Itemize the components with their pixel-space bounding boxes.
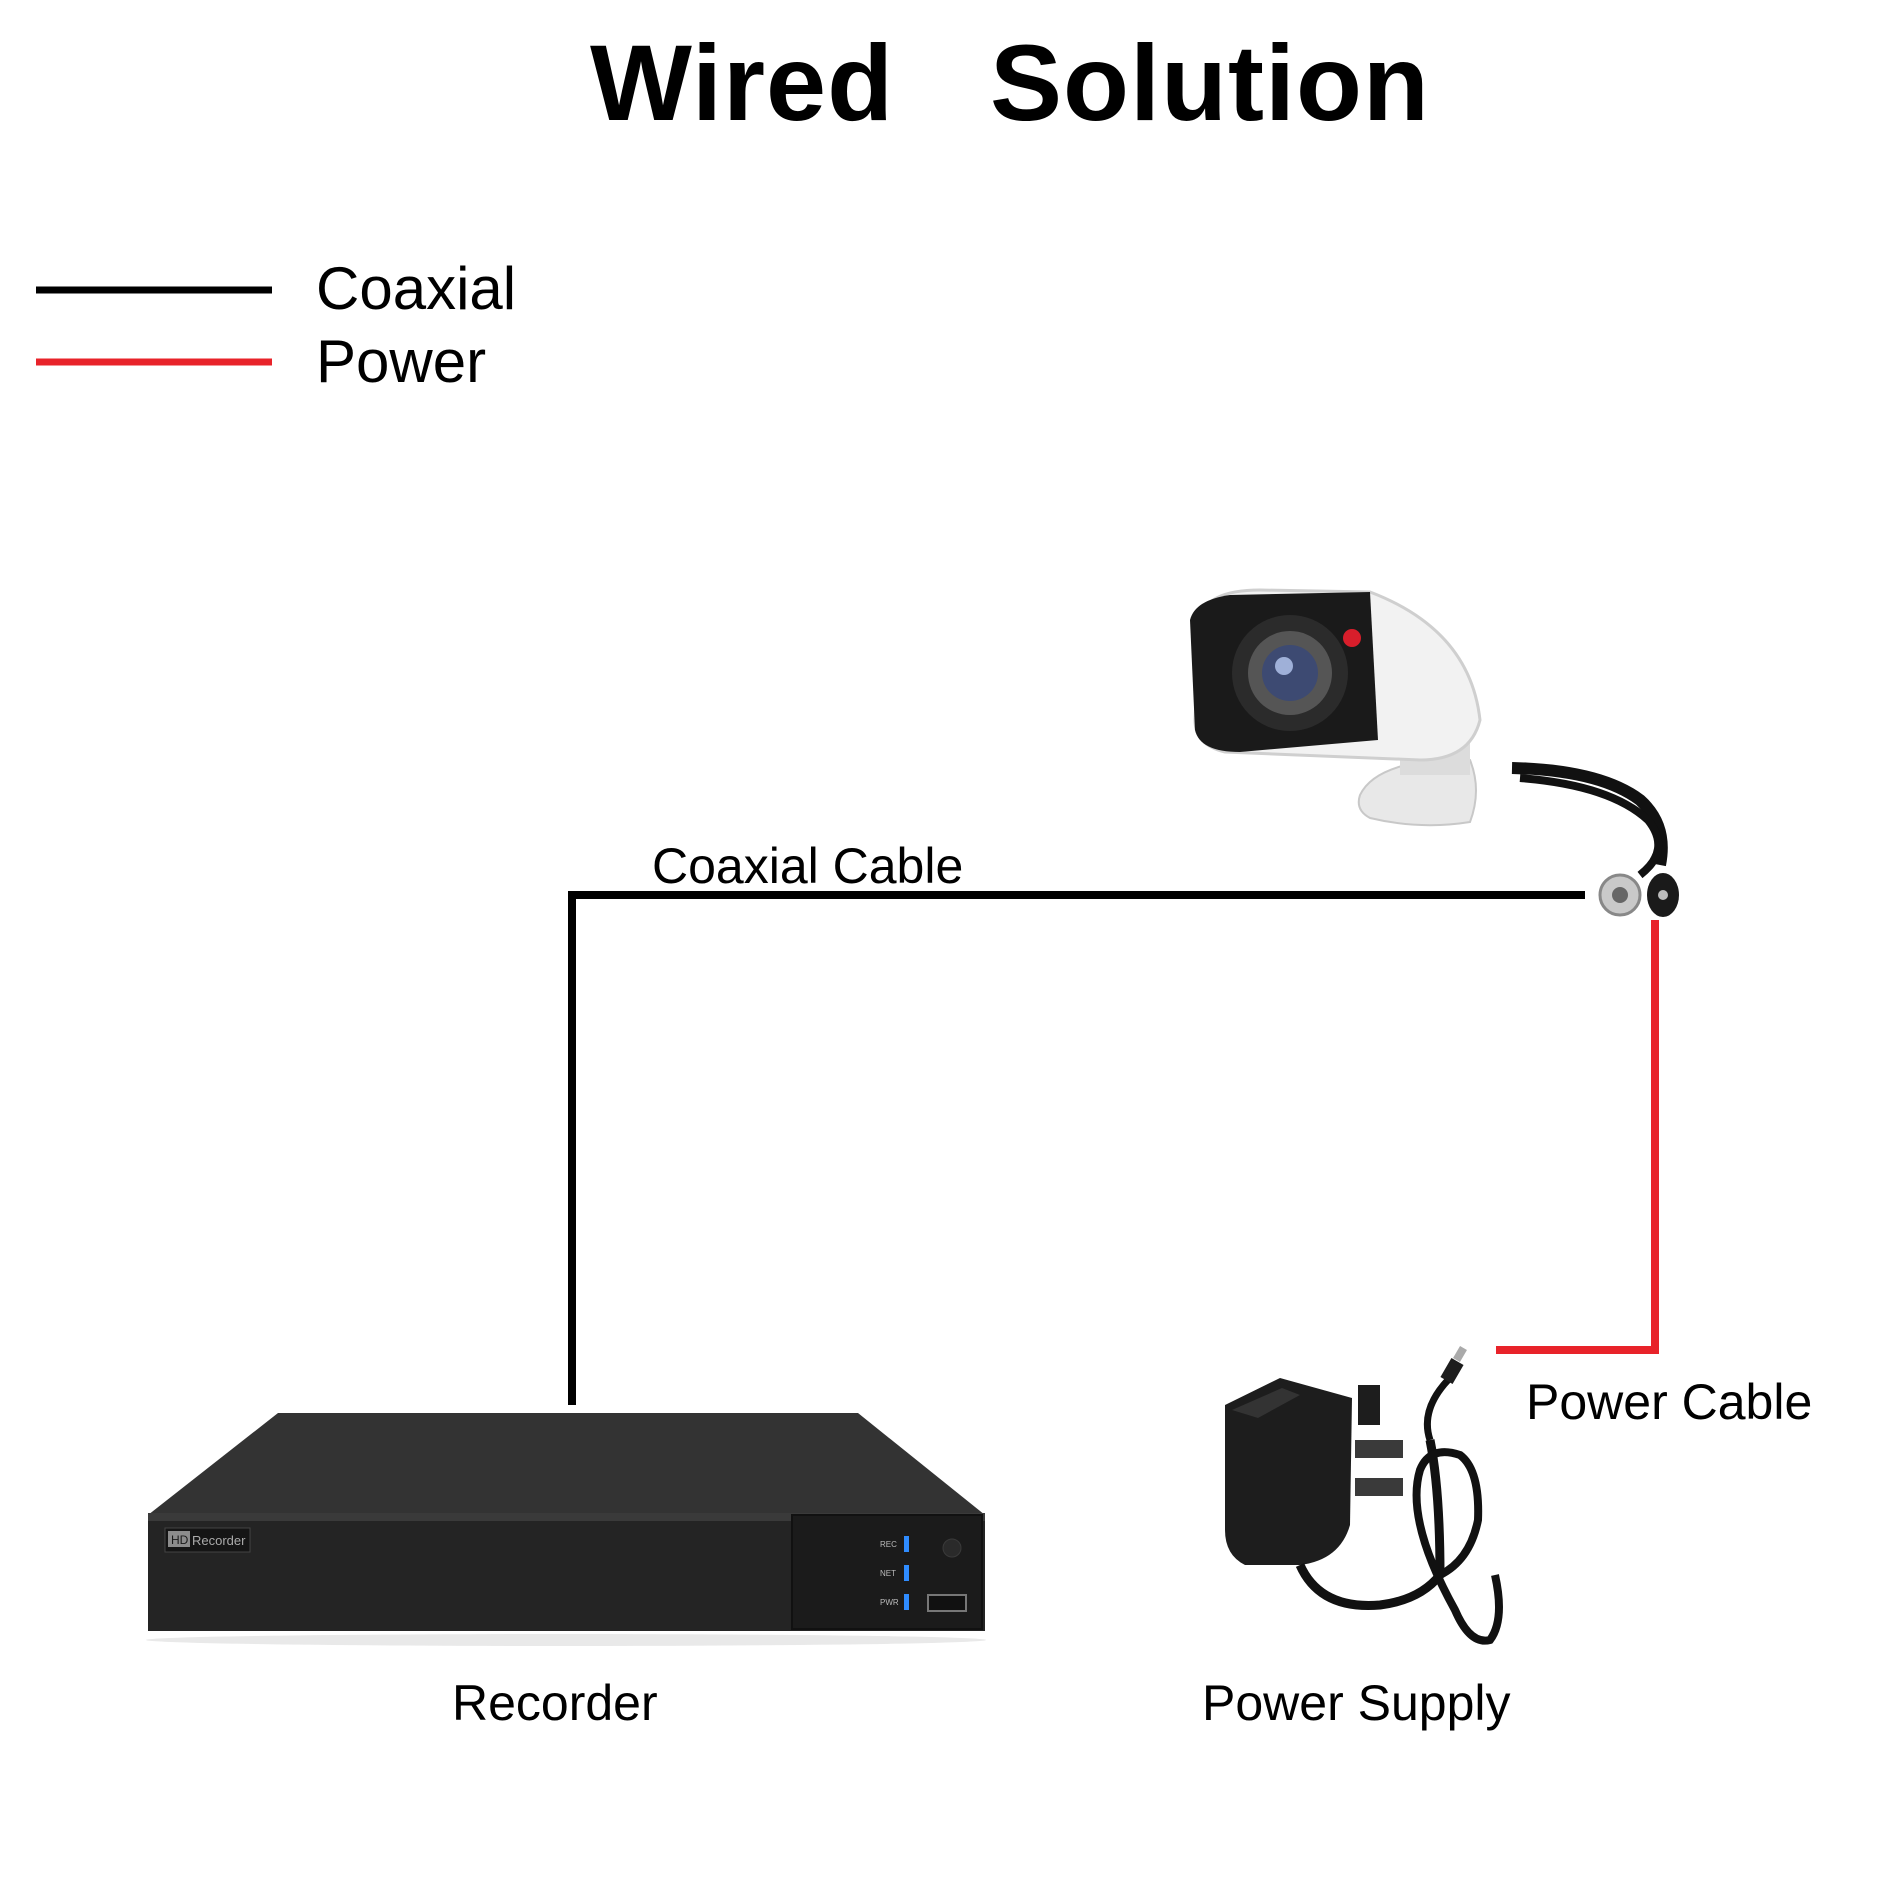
camera-icon — [1190, 588, 1679, 917]
power-cable-line — [1496, 920, 1659, 1354]
led-rec-label: REC — [880, 1540, 897, 1549]
legend-power-label: Power — [316, 328, 487, 395]
coaxial-cable-line — [568, 891, 1585, 1405]
recorder-label: Recorder — [452, 1675, 658, 1731]
power-supply-label: Power Supply — [1202, 1675, 1511, 1731]
led-pwr-label: PWR — [880, 1598, 899, 1607]
recorder-icon: HD Recorder REC NET PWR — [146, 1413, 986, 1646]
led-net-label: NET — [880, 1569, 896, 1578]
power-cable-label: Power Cable — [1526, 1374, 1813, 1430]
recorder-badge: HD — [171, 1533, 189, 1547]
power-supply-icon — [1225, 1345, 1503, 1645]
recorder-brand-text: Recorder — [192, 1533, 246, 1548]
title-word-wired: Wired — [590, 22, 895, 143]
title-word-solution: Solution — [990, 22, 1430, 143]
legend-coaxial-label: Coaxial — [316, 255, 517, 322]
coaxial-cable-label: Coaxial Cable — [652, 838, 964, 894]
